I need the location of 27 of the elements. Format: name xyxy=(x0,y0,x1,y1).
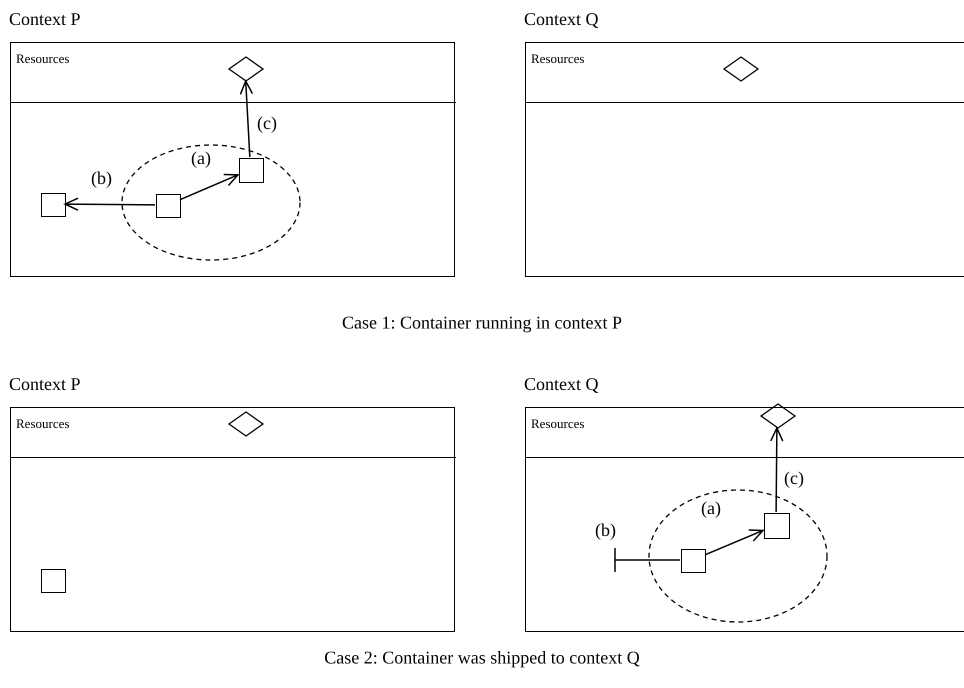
diamond-node xyxy=(228,411,264,437)
dashed-ellipse xyxy=(648,489,828,623)
diamond-node xyxy=(760,403,796,429)
context-heading: Context P xyxy=(9,374,81,395)
context-heading: Context P xyxy=(9,9,81,30)
context-heading: Context Q xyxy=(524,374,598,395)
square-node xyxy=(681,549,706,573)
square-node xyxy=(156,194,181,218)
resources-label: Resources xyxy=(531,416,584,432)
arrow xyxy=(240,80,254,158)
square-node xyxy=(239,158,264,183)
arrow xyxy=(180,174,239,200)
diamond-node xyxy=(723,56,759,82)
caption-text: Case 1: Container running in context P xyxy=(342,312,622,334)
arrow xyxy=(704,529,764,556)
dashed-ellipse xyxy=(121,144,301,261)
square-node xyxy=(764,513,790,539)
square-node xyxy=(41,569,66,593)
resources-label: Resources xyxy=(16,51,70,67)
caption-text: Case 2: Container was shipped to context Q xyxy=(324,648,640,668)
diamond-node xyxy=(228,56,264,82)
square-node xyxy=(41,193,66,217)
arrow xyxy=(64,197,155,211)
resources-label: Resources xyxy=(16,416,70,432)
resources-label: Resources xyxy=(531,51,584,67)
arrow xyxy=(770,427,784,512)
context-heading: Context Q xyxy=(524,9,598,30)
